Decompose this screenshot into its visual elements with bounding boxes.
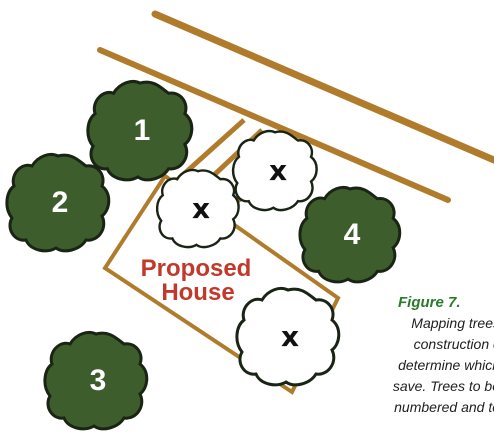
road-line-top bbox=[151, 10, 494, 164]
figure-title: Figure 7. bbox=[398, 294, 461, 311]
tree-3-label: 3 bbox=[90, 364, 107, 397]
proposed-house-outline bbox=[102, 173, 341, 395]
caption-line-5: numbered and to bbox=[394, 399, 494, 415]
tree-4-label: 4 bbox=[344, 218, 361, 251]
figure-caption: Figure 7. Mapping trees construction c d… bbox=[340, 292, 494, 418]
removed-tree-3-mark: x bbox=[281, 320, 299, 353]
removed-tree-2-mark: x bbox=[192, 192, 210, 225]
removed-tree-1-mark: x bbox=[269, 154, 287, 187]
caption-line-2: construction c bbox=[413, 336, 494, 352]
house-label-line2: House bbox=[161, 279, 234, 306]
caption-line-4: save. Trees to be bbox=[392, 378, 494, 394]
road-line-bottom bbox=[97, 47, 451, 203]
house-label-line1: Proposed bbox=[141, 255, 252, 282]
tree-1-label: 1 bbox=[134, 114, 151, 147]
caption-line-3: determine which bbox=[398, 357, 494, 373]
caption-line-1: Mapping trees bbox=[411, 315, 494, 331]
property-lines bbox=[97, 10, 494, 203]
tree-2-label: 2 bbox=[52, 186, 69, 219]
